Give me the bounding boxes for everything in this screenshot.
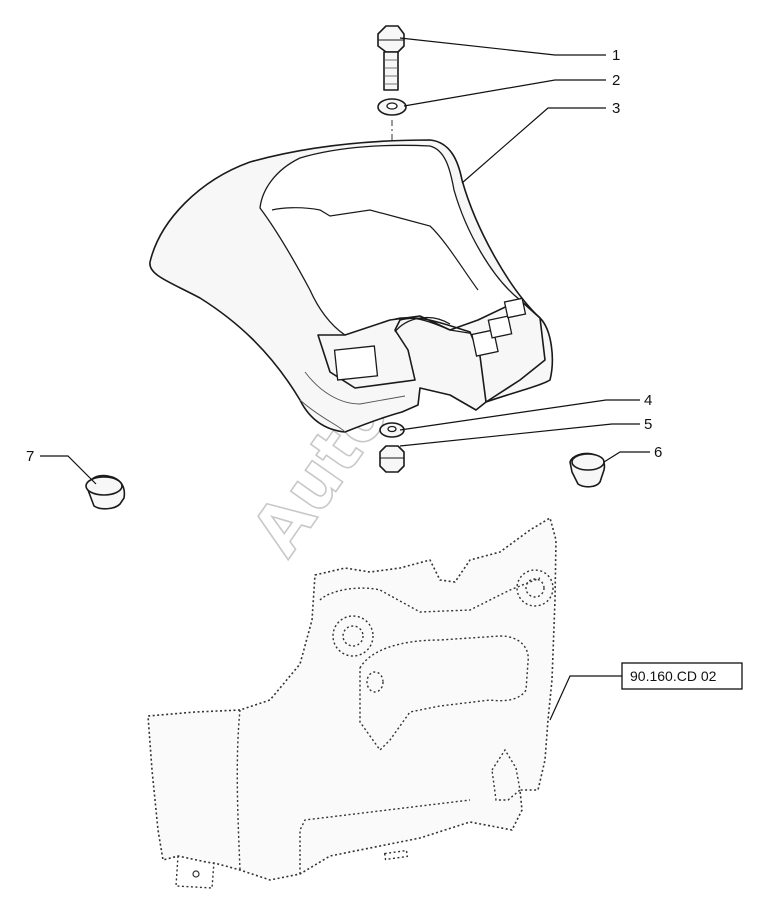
part-5-nut bbox=[379, 445, 405, 473]
part-1-bolt bbox=[377, 25, 405, 91]
part-2-washer bbox=[377, 98, 407, 116]
callout-7: 7 bbox=[26, 448, 34, 465]
leader-lines bbox=[40, 37, 650, 721]
callout-4: 4 bbox=[644, 392, 652, 409]
callout-5: 5 bbox=[644, 416, 652, 433]
part-3-shroud bbox=[149, 139, 554, 433]
callout-6: 6 bbox=[654, 444, 662, 461]
reference-label: 90.160.CD 02 bbox=[630, 668, 717, 684]
callout-3: 3 bbox=[612, 100, 620, 117]
callout-2: 2 bbox=[612, 72, 620, 89]
lower-panel-reference bbox=[147, 517, 557, 889]
part-7-grommet bbox=[85, 474, 126, 510]
part-6-grommet bbox=[569, 452, 606, 488]
reference-box[interactable]: 90.160.CD 02 bbox=[621, 662, 743, 690]
callout-1: 1 bbox=[612, 47, 620, 64]
